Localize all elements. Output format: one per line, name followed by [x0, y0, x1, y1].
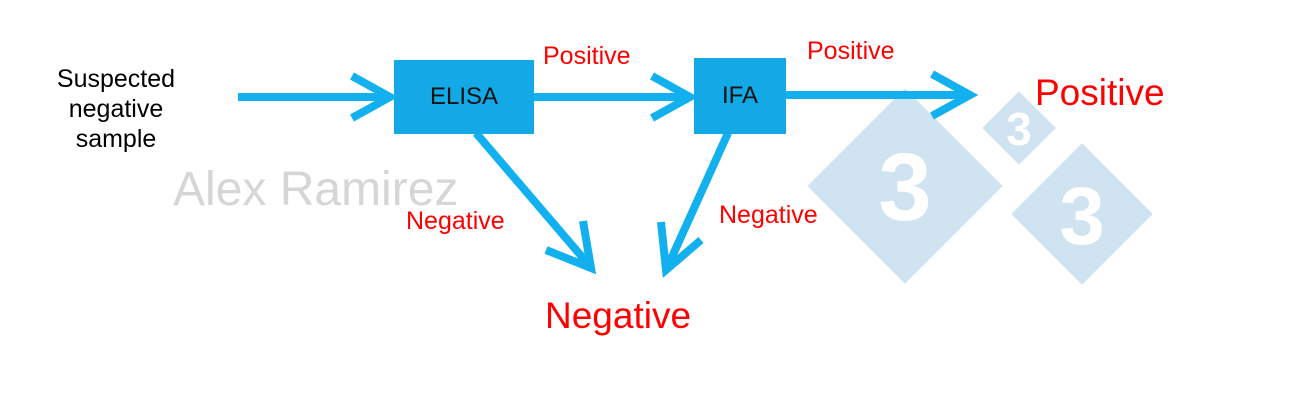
edge-label-ifa-negative: Negative — [719, 201, 818, 229]
edge-label-elisa-positive: Positive — [543, 42, 631, 70]
elisa-box: ELISA — [394, 60, 534, 134]
logo-digit-small: 3 — [1006, 103, 1032, 155]
arrow-elisa-to-ifa — [534, 72, 699, 122]
arrow-ifa-to-positive — [786, 70, 979, 120]
author-watermark: Alex Ramirez — [173, 163, 459, 216]
outcome-positive: Positive — [1035, 72, 1165, 113]
ifa-label: IFA — [721, 82, 758, 109]
arrow-elisa-to-negative — [472, 130, 597, 275]
logo-square-small — [982, 91, 1056, 165]
input-sample-label: Suspected negative sample — [36, 64, 196, 154]
logo-square-large — [807, 88, 1003, 284]
logo-digit-right: 3 — [1059, 171, 1105, 262]
arrow-input-to-elisa — [238, 72, 399, 122]
edge-label-ifa-positive: Positive — [807, 37, 895, 65]
ifa-box: IFA — [694, 58, 786, 134]
outcome-negative: Negative — [545, 295, 692, 336]
input-line-2: negative — [68, 95, 164, 123]
elisa-label: ELISA — [429, 83, 499, 110]
arrow-ifa-to-negative — [657, 131, 732, 279]
logo-digit-large: 3 — [878, 134, 931, 241]
edge-label-elisa-negative: Negative — [406, 207, 505, 235]
input-line-3: sample — [75, 125, 157, 153]
input-line-1: Suspected — [56, 65, 176, 93]
